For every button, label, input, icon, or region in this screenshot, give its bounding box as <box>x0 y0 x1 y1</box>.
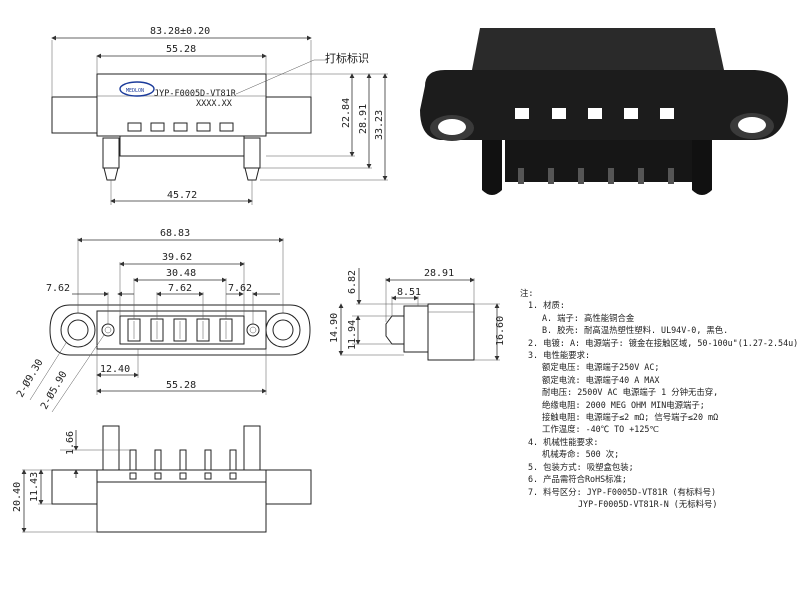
note-line: 耐电压: 2500V AC 电源端子 1 分钟无击穿, <box>542 387 719 398</box>
notes-title: 注: <box>520 288 534 298</box>
dim-side-top-offset: 6.82 <box>347 270 358 294</box>
dim-front-body-width: 55.28 <box>166 380 196 391</box>
part-number-label: JYP-F0005D-VT81R <box>154 89 237 99</box>
note-line: 额定电压: 电源端子250V AC; <box>542 362 660 373</box>
dim-front-half-width: 12.40 <box>100 364 130 375</box>
dim-top-body-width: 55.28 <box>166 44 196 55</box>
dim-front-inner-span: 30.48 <box>166 268 196 279</box>
dim-front-slot-span: 39.62 <box>162 252 192 263</box>
note-line: 1. 材质: <box>528 300 565 311</box>
dim-front-right-offset: 7.62 <box>228 283 252 294</box>
bottom-view: 1.66 20.40 11.43 <box>12 425 312 533</box>
dim-front-hole-large: 2-Ø9.30 <box>14 357 45 400</box>
note-line: 额定电流: 电源端子40 A MAX <box>542 374 660 385</box>
dim-top-overall-width: 83.28±0.20 <box>150 26 210 37</box>
note-line: JYP-F0005D-VT81R-N (无标料号) <box>578 498 718 509</box>
dim-side-height-outer: 14.90 <box>329 313 340 343</box>
dim-top-height-c: 33.23 <box>374 110 385 140</box>
brand-logo-text: MEDLON <box>126 88 144 94</box>
dim-bottom-pin-length: 1.66 <box>65 431 76 455</box>
code-label: XXXX.XX <box>196 99 233 109</box>
note-line: 接触电阻: 电源端子≤2 mΩ; 信号端子≤20 mΩ <box>542 412 719 423</box>
technical-notes: 注: 1. 材质: A. 端子: 高性能铜合金 B. 胶壳: 耐高温热塑性塑料.… <box>520 287 800 510</box>
marking-callout: 打标标识 <box>325 51 369 65</box>
connector-3d-render <box>420 28 789 195</box>
dim-front-overall-width: 68.83 <box>160 228 190 239</box>
dim-top-height-a: 22.84 <box>341 98 352 128</box>
side-view: 28.91 8.51 6.82 14.90 11.94 16.60 <box>329 268 506 361</box>
note-line: 3. 电性能要求: <box>528 350 591 361</box>
dim-side-height-right: 16.60 <box>495 316 506 346</box>
dim-top-pin-span: 45.72 <box>167 190 197 201</box>
note-line: 7. 料号区分: JYP-F0005D-VT81R (有标料号) <box>528 486 717 497</box>
dim-front-hole-small: 2-Ø5.90 <box>38 369 69 412</box>
front-view: 68.83 39.62 30.48 7.62 7.62 7.62 2-Ø9.30… <box>14 228 311 413</box>
dim-front-pitch: 7.62 <box>168 283 192 294</box>
note-line: 工作温度: -40℃ TO +125℃ <box>542 424 659 435</box>
note-line: 绝缘电阻: 2000 MEG OHM MIN电源端子; <box>542 399 705 410</box>
brand-logo-icon <box>119 81 155 97</box>
dim-front-left-offset: 7.62 <box>46 283 70 294</box>
dim-bottom-height-body: 11.43 <box>29 472 40 502</box>
note-line: 5. 包装方式: 吸塑盒包装; <box>528 461 634 472</box>
top-view: MEDLON JYP-F0005D-VT81R XXXX.XX 打标标识 83.… <box>51 26 388 205</box>
dim-bottom-height-total: 20.40 <box>12 482 23 512</box>
dim-top-height-b: 28.91 <box>358 104 369 134</box>
dim-side-height-inner: 11.94 <box>347 320 358 350</box>
dim-side-pin-depth: 8.51 <box>397 287 421 298</box>
note-line: 机械寿命: 500 次; <box>542 449 620 460</box>
note-line: 2. 电镀: A: 电源端子: 镀金在接触区域, 50-100u"(1.27-2… <box>528 337 800 348</box>
note-line: A. 端子: 高性能铜合金 <box>542 312 635 323</box>
note-line: 6. 产品需符合RoHS标准; <box>528 474 627 485</box>
note-line: B. 胶壳: 耐高温热塑性塑料. UL94V-0, 黑色. <box>542 325 729 336</box>
dim-side-total-depth: 28.91 <box>424 268 454 279</box>
note-line: 4. 机械性能要求: <box>528 436 599 447</box>
